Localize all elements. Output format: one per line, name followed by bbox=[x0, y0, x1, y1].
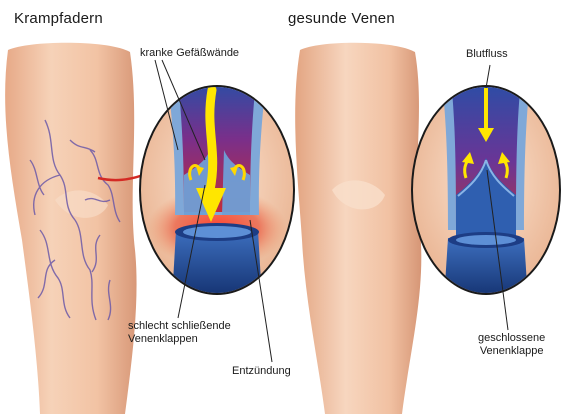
label-closed-valve-line1: geschlossene bbox=[478, 332, 545, 345]
label-blood-flow: Blutfluss bbox=[466, 48, 508, 61]
healthy-vein-magnified bbox=[411, 80, 561, 300]
diseased-vein-magnified bbox=[139, 80, 295, 300]
right-leg bbox=[295, 43, 421, 414]
label-diseased-walls: kranke Gefäßwände bbox=[140, 47, 239, 60]
label-bad-valves-line1: schlecht schließende bbox=[128, 320, 231, 333]
label-closed-valve: geschlossene Venenklappe bbox=[478, 332, 545, 357]
label-bad-valves-line2: Venenklappen bbox=[128, 333, 231, 346]
label-bad-valves: schlecht schließende Venenklappen bbox=[128, 320, 231, 345]
title-krampfadern: Krampfadern bbox=[14, 10, 103, 27]
title-gesunde-venen: gesunde Venen bbox=[288, 10, 395, 27]
label-closed-valve-line2: Venenklappe bbox=[478, 345, 545, 358]
label-inflammation: Entzündung bbox=[232, 365, 291, 378]
left-leg bbox=[5, 43, 136, 414]
